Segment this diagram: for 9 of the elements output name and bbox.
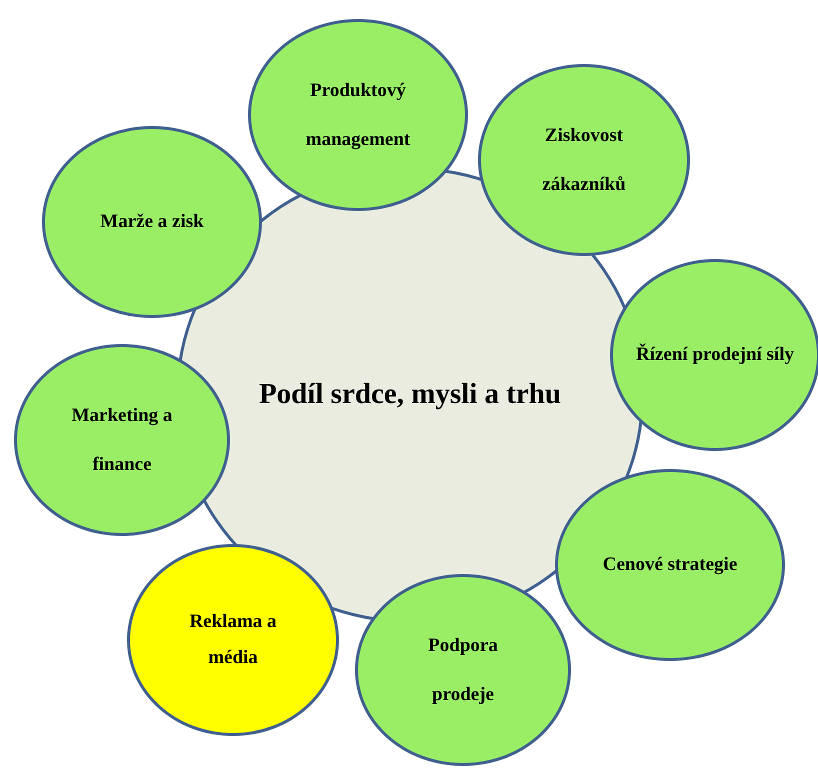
- node-label: Cenové strategie: [602, 553, 738, 578]
- node-label: Podpora prodeje: [427, 634, 499, 707]
- node-label: Produktový management: [304, 78, 412, 152]
- node-label: Řízení prodejní síly: [636, 342, 794, 368]
- node-label: Podíl srdce, mysli a trhu: [258, 377, 562, 412]
- node-label: Reklama a média: [188, 610, 278, 670]
- node-label: Marketing a finance: [70, 404, 174, 477]
- node-label: Marže a zisk: [100, 210, 204, 234]
- node-label: Ziskovost zákazníků: [541, 124, 627, 197]
